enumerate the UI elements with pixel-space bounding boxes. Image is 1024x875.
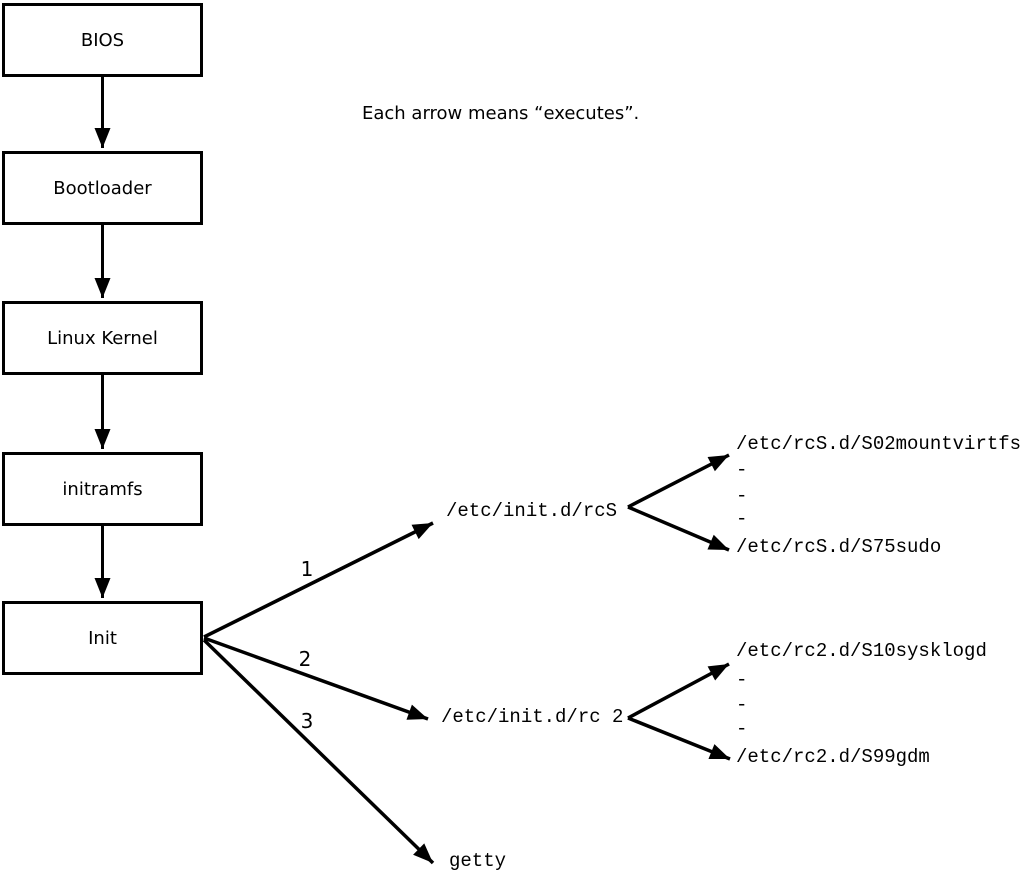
arrow-rcS-to-first-script — [627, 453, 730, 509]
node-linux-kernel: Linux Kernel — [2, 301, 203, 375]
branch-order-label-1: 1 — [300, 557, 314, 581]
script-rcS-d-S02mountvirtfs: /etc/rcS.d/S02mountvirtfs — [736, 433, 1022, 455]
arrow-rcS-to-last-script — [627, 505, 730, 552]
ellipsis-dash: - — [736, 508, 748, 530]
node-initramfs: initramfs — [2, 452, 203, 526]
node-etc-init-d-rc2: /etc/init.d/rc 2 — [441, 706, 624, 728]
legend-text: Each arrow means “executes”. — [362, 103, 640, 124]
arrow-init-to-rc2 — [203, 636, 429, 721]
ellipsis-dash: - — [736, 718, 748, 740]
ellipsis-dash: - — [736, 459, 748, 481]
ellipsis-dash: - — [736, 694, 748, 716]
branch-order-label-3: 3 — [300, 709, 314, 733]
arrow-init-to-getty — [202, 638, 435, 865]
node-init: Init — [2, 601, 203, 675]
node-bios: BIOS — [2, 3, 203, 77]
branch-order-label-2: 2 — [298, 647, 312, 671]
ellipsis-dash: - — [736, 485, 748, 507]
node-bootloader: Bootloader — [2, 151, 203, 225]
arrow-rc2-to-first-script — [627, 662, 730, 720]
node-etc-init-d-rcS: /etc/init.d/rcS — [446, 500, 618, 522]
arrow-init-to-rcS — [203, 521, 434, 639]
script-rc2-d-S99gdm: /etc/rc2.d/S99gdm — [736, 746, 930, 768]
node-getty: getty — [449, 850, 507, 872]
arrow-rc2-to-last-script — [627, 716, 731, 761]
script-rc2-d-S10sysklogd: /etc/rc2.d/S10sysklogd — [736, 640, 987, 662]
ellipsis-dash: - — [736, 669, 748, 691]
script-rcS-d-S75sudo: /etc/rcS.d/S75sudo — [736, 536, 942, 558]
